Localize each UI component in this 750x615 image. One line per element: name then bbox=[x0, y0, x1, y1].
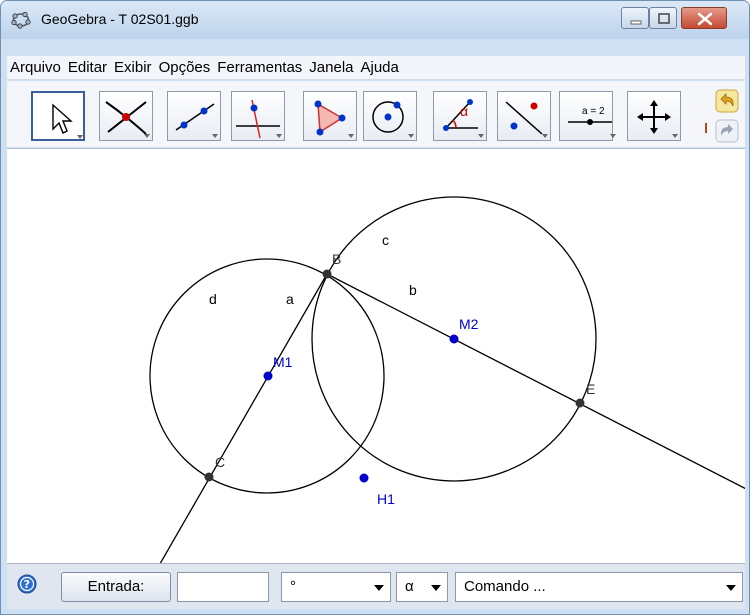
circle-center-point-icon bbox=[372, 101, 414, 138]
label-line-b: b bbox=[409, 282, 417, 298]
svg-text:α: α bbox=[460, 103, 468, 119]
label-point-m1: M1 bbox=[273, 354, 293, 370]
svg-text:a = 2: a = 2 bbox=[582, 106, 605, 117]
tool-intersect[interactable] bbox=[99, 91, 153, 141]
menu-exibir[interactable]: Exibir bbox=[114, 59, 152, 76]
graphics-view[interactable]: B C E M1 M2 H1 a b c d bbox=[7, 148, 745, 563]
move-graphics-view-icon bbox=[637, 100, 678, 138]
label-segment-a: a bbox=[286, 291, 294, 307]
tool-move[interactable] bbox=[31, 91, 85, 141]
tool-line[interactable] bbox=[167, 91, 221, 141]
chevron-down-icon bbox=[374, 585, 384, 591]
geogebra-logo-icon bbox=[11, 11, 31, 29]
construction-drawing: B C E M1 M2 H1 a b c d bbox=[149, 196, 745, 563]
menu-editar[interactable]: Editar bbox=[67, 59, 108, 76]
label-circle-c: c bbox=[382, 232, 389, 248]
input-bar: ? Entrada: ° α Comando ... bbox=[7, 563, 745, 609]
point-h1[interactable] bbox=[359, 473, 369, 483]
title-bar[interactable]: GeoGebra - T 02S01.ggb bbox=[1, 1, 749, 39]
maximize-button[interactable] bbox=[649, 7, 677, 29]
label-point-h1: H1 bbox=[377, 491, 395, 507]
line-a[interactable] bbox=[157, 273, 328, 563]
angle-icon: α bbox=[443, 99, 484, 138]
maximize-icon bbox=[658, 13, 670, 24]
chevron-down-icon bbox=[726, 585, 736, 591]
point-e[interactable] bbox=[575, 398, 585, 408]
window-title: GeoGebra - T 02S01.ggb bbox=[41, 11, 199, 27]
tool-circle[interactable] bbox=[363, 91, 417, 141]
menu-bar: Arquivo Editar Exibir Opções Ferramentas Jane… bbox=[7, 56, 745, 80]
greek-letter-dropdown[interactable]: α bbox=[396, 572, 448, 602]
menu-ferramentas[interactable]: Ferramentas bbox=[217, 59, 303, 76]
menu-opcoes[interactable]: Opções bbox=[158, 59, 211, 76]
reflect-point-icon bbox=[505, 101, 548, 138]
label-point-c: C bbox=[215, 454, 225, 470]
chevron-down-icon bbox=[431, 585, 441, 591]
close-icon bbox=[697, 12, 713, 26]
help-icon[interactable]: ? bbox=[17, 574, 37, 594]
label-circle-d: d bbox=[209, 291, 217, 307]
label-point-b: B bbox=[332, 251, 341, 267]
point-b[interactable] bbox=[322, 269, 332, 279]
tool-move-graphics[interactable] bbox=[627, 91, 681, 141]
line-through-points-icon bbox=[175, 103, 218, 138]
point-m1[interactable] bbox=[263, 371, 273, 381]
symbol-dropdown-value: ° bbox=[290, 578, 296, 595]
tool-slider[interactable]: a = 2 bbox=[559, 91, 616, 141]
redo-icon[interactable] bbox=[715, 119, 739, 143]
menu-arquivo[interactable]: Arquivo bbox=[10, 59, 61, 76]
intersect-point-icon bbox=[105, 101, 150, 138]
close-button[interactable] bbox=[681, 7, 727, 29]
slider-icon: a = 2 bbox=[568, 106, 616, 138]
undo-icon[interactable] bbox=[715, 89, 739, 113]
label-point-m2: M2 bbox=[459, 316, 479, 332]
minimize-icon bbox=[630, 20, 642, 25]
line-b[interactable] bbox=[326, 273, 745, 492]
entry-button[interactable]: Entrada: bbox=[61, 572, 171, 602]
point-m2[interactable] bbox=[449, 334, 459, 344]
circle-d[interactable] bbox=[149, 258, 385, 494]
toolbar: α a = 2 bbox=[7, 81, 745, 147]
label-point-e: E bbox=[586, 381, 595, 397]
toolbar-separator bbox=[705, 123, 707, 133]
move-pointer-icon bbox=[52, 103, 83, 139]
tool-reflect[interactable] bbox=[497, 91, 551, 141]
menu-janela[interactable]: Janela bbox=[309, 59, 354, 76]
tool-polygon[interactable] bbox=[303, 91, 357, 141]
circle-c[interactable] bbox=[311, 196, 597, 482]
polygon-icon bbox=[314, 100, 354, 138]
point-c[interactable] bbox=[204, 472, 214, 482]
minimize-button[interactable] bbox=[621, 7, 649, 29]
command-dropdown[interactable]: Comando ... bbox=[455, 572, 743, 602]
input-field[interactable] bbox=[177, 572, 269, 602]
svg-text:?: ? bbox=[24, 578, 30, 591]
menu-ajuda[interactable]: Ajuda bbox=[360, 59, 399, 76]
perpendicular-line-icon bbox=[236, 99, 282, 139]
tool-perpendicular[interactable] bbox=[231, 91, 285, 141]
tool-angle[interactable]: α bbox=[433, 91, 487, 141]
command-dropdown-value: Comando ... bbox=[464, 578, 546, 595]
symbol-dropdown[interactable]: ° bbox=[281, 572, 391, 602]
greek-letter-dropdown-value: α bbox=[405, 578, 414, 595]
